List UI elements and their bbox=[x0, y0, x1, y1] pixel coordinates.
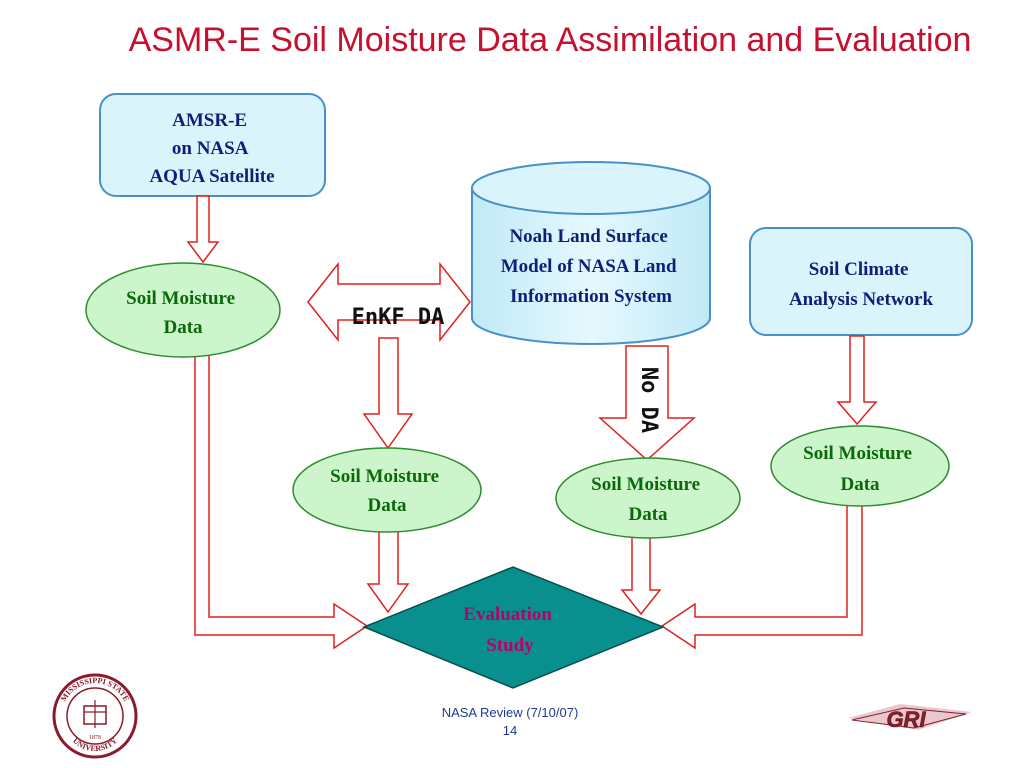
amsr-e-satellite-box: AMSR-E on NASA AQUA Satellite bbox=[99, 93, 326, 197]
amsr-box-line3: AQUA Satellite bbox=[149, 166, 274, 187]
scan-line1: Soil Climate bbox=[809, 259, 909, 280]
noah-line2: Model of NASA Land bbox=[501, 256, 677, 277]
arrow-enkf-sm-to-evaluation bbox=[366, 525, 410, 614]
svg-text:Soil Moisture Data: Soil Moisture Data bbox=[803, 443, 917, 495]
sm-amsr-line2: Data bbox=[163, 317, 203, 338]
no-da-label: No DA bbox=[636, 367, 661, 433]
arrow-enkf-to-sm bbox=[362, 337, 414, 450]
soil-moisture-enkf-ellipse: Soil Moisture Data bbox=[292, 447, 482, 533]
sm-noda-line1: Soil Moisture bbox=[591, 474, 700, 495]
scan-line2: Analysis Network bbox=[789, 289, 934, 310]
sm-enkf-line1: Soil Moisture bbox=[330, 466, 439, 487]
arrow-scan-sm-to-evaluation bbox=[660, 499, 863, 650]
amsr-box-line2: on NASA bbox=[172, 138, 249, 159]
noah-lis-cylinder: Noah Land Surface Model of NASA Land Inf… bbox=[471, 161, 711, 345]
msu-seal-logo: MISSISSIPPI STATE UNIVERSITY 1878 bbox=[52, 673, 138, 759]
svg-text:Evaluation Study: Evaluation Study bbox=[463, 604, 556, 656]
svg-text:Soil Moisture Data: Soil Moisture Data bbox=[591, 474, 705, 525]
svg-text:AMSR-E on NASA AQU: AMSR-E on NASA AQUA Satellite bbox=[149, 110, 274, 187]
svg-text:Soil Moisture Data: Soil Moisture Data bbox=[126, 288, 240, 338]
svg-text:1878: 1878 bbox=[89, 735, 101, 741]
soil-moisture-noda-ellipse: Soil Moisture Data bbox=[555, 457, 741, 539]
arrow-scan-to-sm bbox=[836, 335, 878, 426]
evaluation-study-diamond: Evaluation Study bbox=[362, 566, 666, 689]
sm-enkf-line2: Data bbox=[367, 495, 407, 516]
enkf-da-double-arrow bbox=[307, 261, 471, 343]
arrow-amsr-sm-to-evaluation bbox=[194, 349, 369, 650]
page-number: 14 bbox=[502, 723, 518, 738]
noah-line1: Noah Land Surface bbox=[509, 226, 667, 247]
footer-text: NASA Review (7/10/07) bbox=[441, 705, 579, 720]
gri-logo: GRI bbox=[848, 704, 972, 732]
slide-footer: NASA Review (7/10/07) 14 bbox=[380, 704, 640, 740]
sm-amsr-line1: Soil Moisture bbox=[126, 288, 235, 309]
evaluation-line1: Evaluation bbox=[463, 604, 552, 625]
slide-title: ASMR-E Soil Moisture Data Assimilation a… bbox=[128, 21, 972, 59]
enkf-da-label: EnKF DA bbox=[352, 305, 445, 330]
arrow-noda-sm-to-evaluation bbox=[620, 535, 662, 616]
svg-text:GRI: GRI bbox=[886, 707, 926, 732]
svg-text:Soil Climate Analysis Ne: Soil Climate Analysis Network bbox=[789, 259, 934, 310]
scan-network-box: Soil Climate Analysis Network bbox=[749, 227, 973, 336]
evaluation-line2: Study bbox=[486, 635, 534, 656]
svg-text:Noah Land Surface Model: Noah Land Surface Model of NASA Land Inf… bbox=[501, 226, 682, 307]
sm-noda-line2: Data bbox=[628, 504, 668, 525]
soil-moisture-scan-ellipse: Soil Moisture Data bbox=[770, 425, 950, 507]
noah-line3: Information System bbox=[510, 286, 672, 307]
sm-scan-line2: Data bbox=[840, 474, 880, 495]
arrow-amsr-to-sm bbox=[186, 195, 220, 264]
svg-text:Soil Moisture Data: Soil Moisture Data bbox=[330, 466, 444, 516]
amsr-box-line1: AMSR-E bbox=[172, 110, 247, 131]
no-da-arrow bbox=[598, 345, 696, 462]
soil-moisture-amsr-ellipse: Soil Moisture Data bbox=[85, 262, 281, 358]
sm-scan-line1: Soil Moisture bbox=[803, 443, 912, 464]
